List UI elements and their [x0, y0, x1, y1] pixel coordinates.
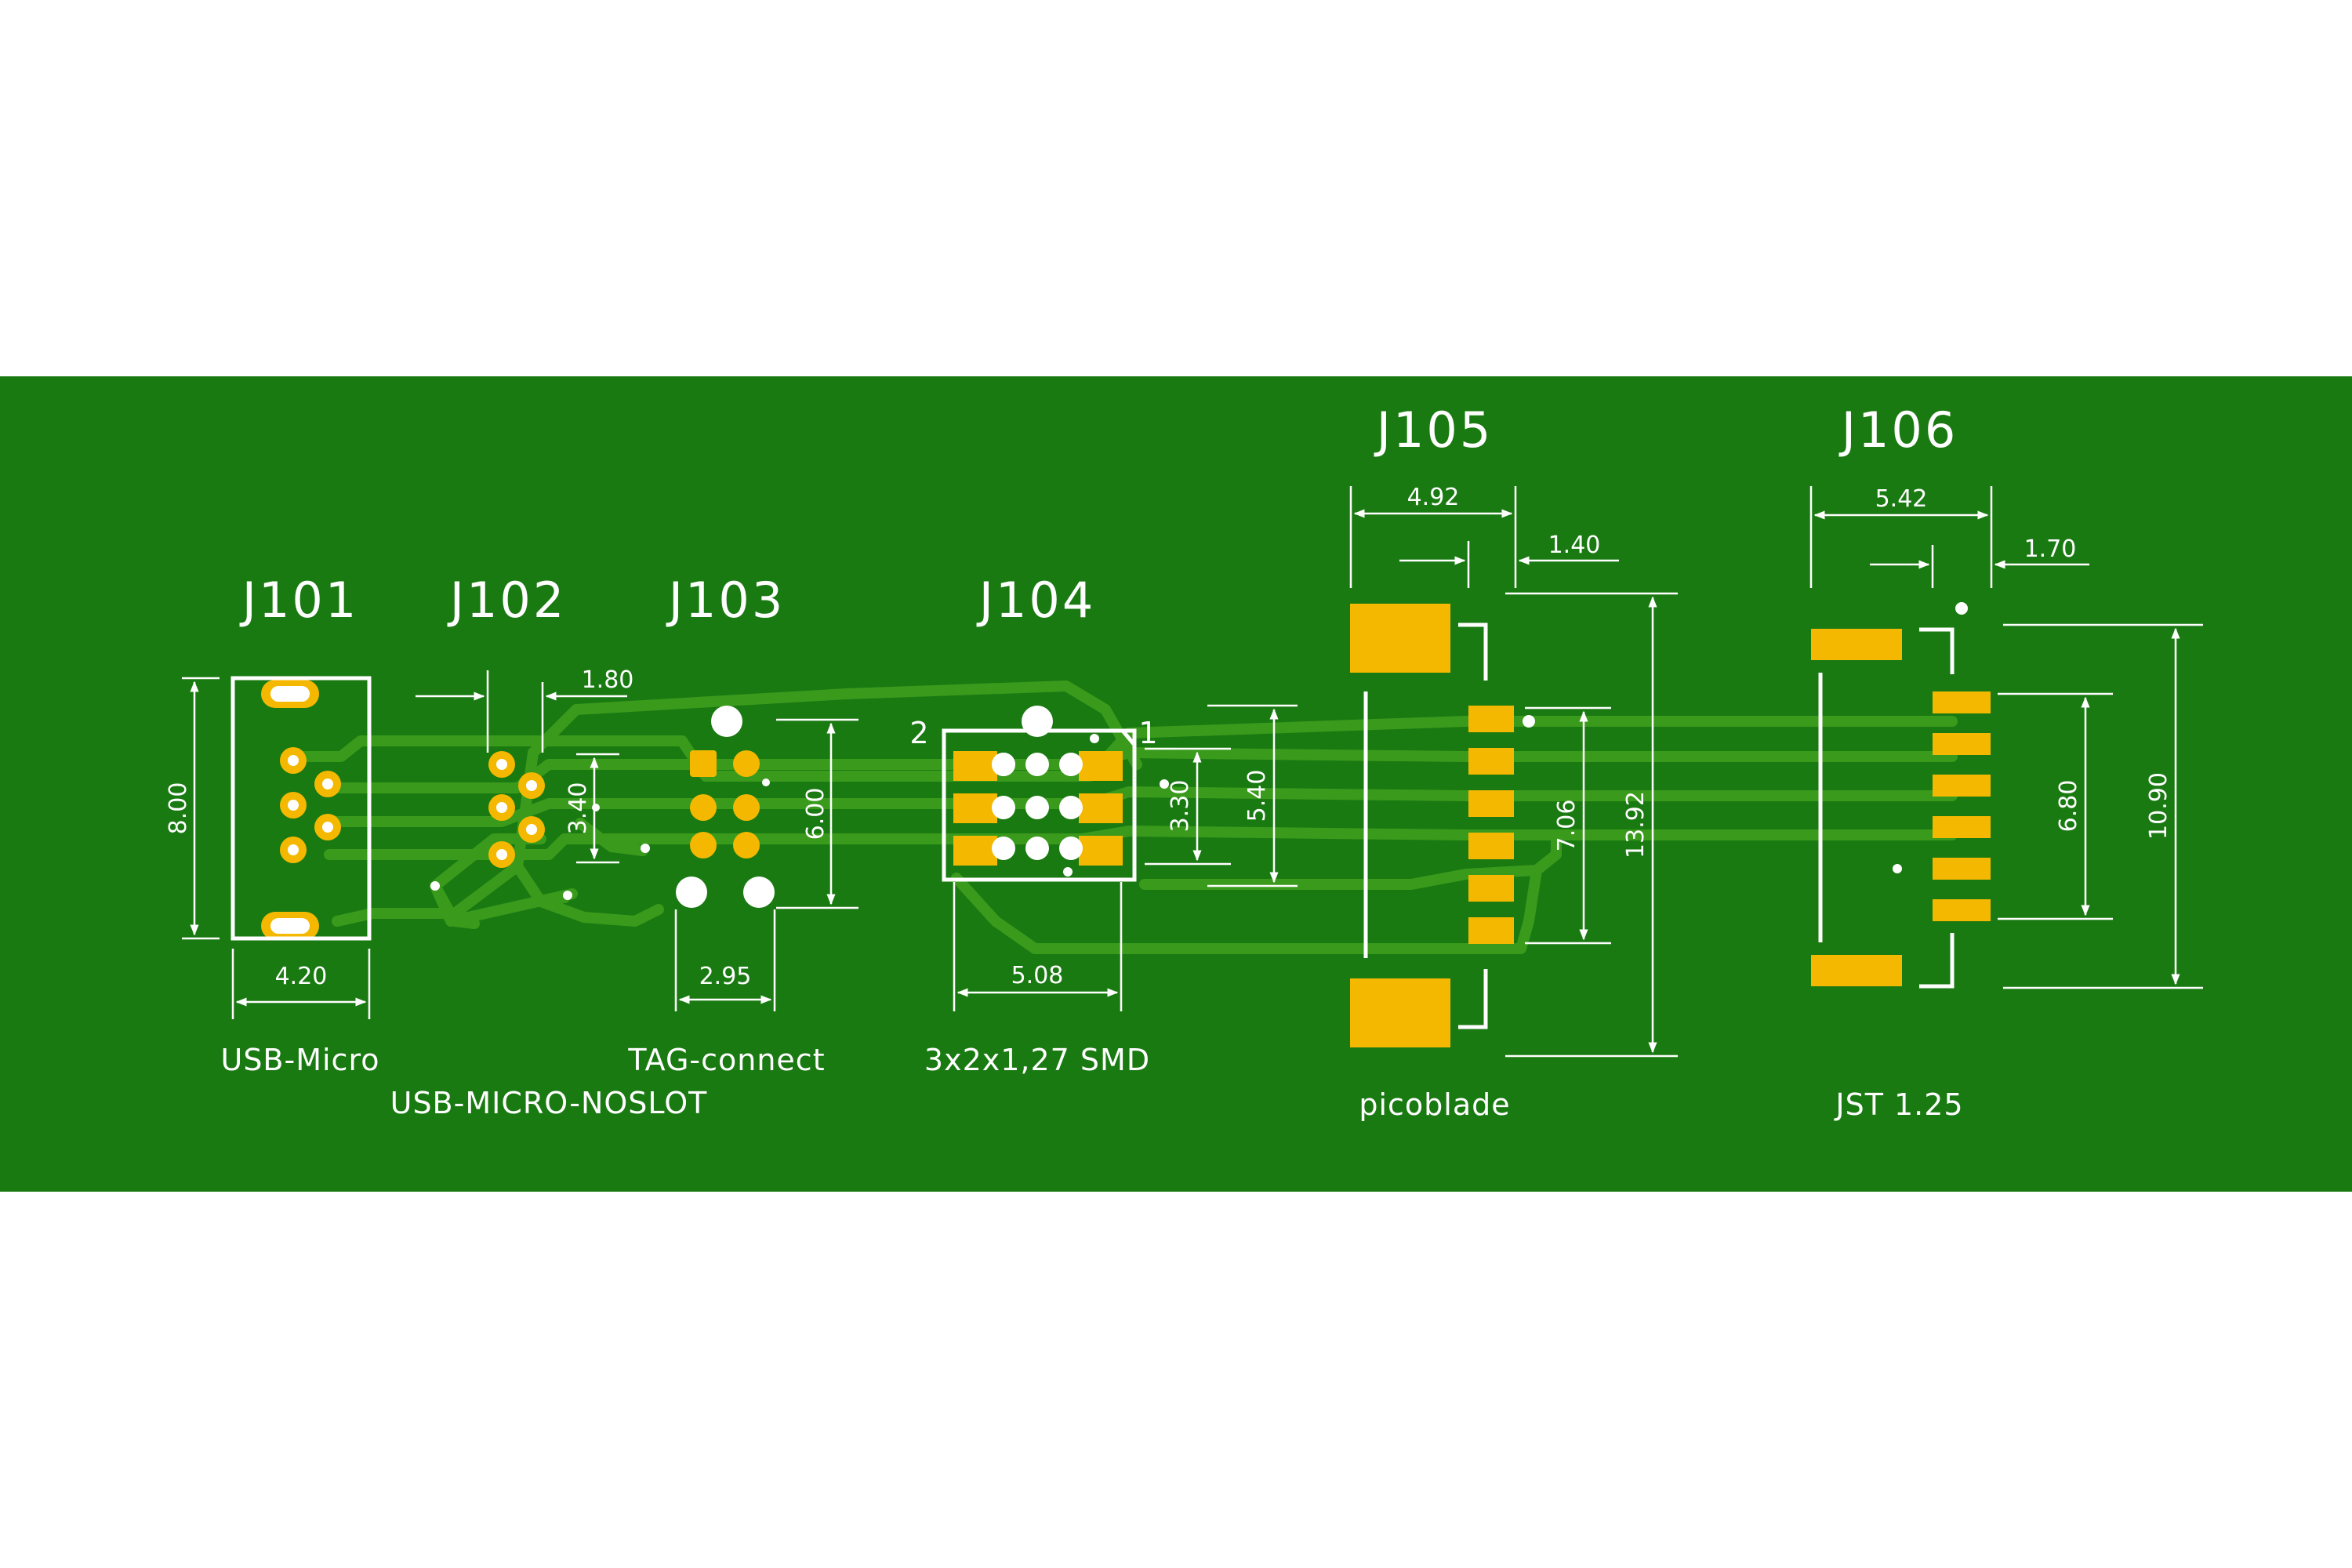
- label-j103: TAG-connect: [627, 1043, 825, 1077]
- label-j106: JST 1.25: [1834, 1087, 1963, 1122]
- dim-j104-width: 5.08: [1011, 962, 1064, 989]
- drill-holes: [430, 602, 1968, 908]
- component-labels: USB-Micro USB-MICRO-NOSLOT TAG-connect 3…: [221, 716, 1963, 1122]
- dim-j106-offset: 1.70: [2024, 535, 2077, 563]
- dim-j102-height: 3.40: [564, 782, 592, 835]
- label-j104: 3x2x1,27 SMD: [924, 1043, 1150, 1077]
- ref-j106: J106: [1838, 401, 1958, 459]
- dim-j103-width: 2.95: [699, 963, 752, 990]
- dim-j105-height: 13.92: [1622, 791, 1650, 858]
- silkscreen-outlines: [230, 622, 1955, 1029]
- dim-j102-offset: 1.80: [582, 666, 634, 694]
- dim-j105-pins: 7.06: [1553, 800, 1581, 852]
- dim-j105-offset: 1.40: [1548, 532, 1601, 559]
- ref-j102: J102: [447, 572, 567, 629]
- copper-pads: [261, 604, 1991, 1047]
- pin-label-2: 2: [909, 716, 929, 750]
- dim-j103-height: 6.00: [802, 788, 829, 840]
- dim-j106-height: 10.90: [2145, 772, 2172, 840]
- pin-label-1: 1: [1138, 716, 1158, 750]
- dim-j104-inner: 3.30: [1167, 780, 1194, 833]
- reference-designators: J101 J102 J103 J104 J105 J106: [239, 401, 1958, 629]
- dim-j106-width: 5.42: [1875, 485, 1928, 513]
- ref-j101: J101: [239, 572, 359, 629]
- dimension-lines: [182, 486, 2203, 1058]
- dim-j104-height: 5.40: [1243, 770, 1271, 822]
- ref-j104: J104: [976, 572, 1096, 629]
- ref-j105: J105: [1374, 401, 1494, 459]
- dim-j101-height: 8.00: [165, 782, 192, 835]
- dim-j106-pins: 6.80: [2055, 780, 2082, 833]
- ref-j103: J103: [666, 572, 786, 629]
- dimension-values: 8.00 4.20 1.80 3.40 6.00 2.95 5.08 3.30 …: [165, 484, 2172, 990]
- label-j101: USB-Micro: [221, 1043, 380, 1077]
- dim-j101-width: 4.20: [275, 963, 328, 990]
- label-j102: USB-MICRO-NOSLOT: [390, 1086, 708, 1120]
- dim-j105-width: 4.92: [1407, 484, 1460, 511]
- label-j105: picoblade: [1359, 1087, 1510, 1122]
